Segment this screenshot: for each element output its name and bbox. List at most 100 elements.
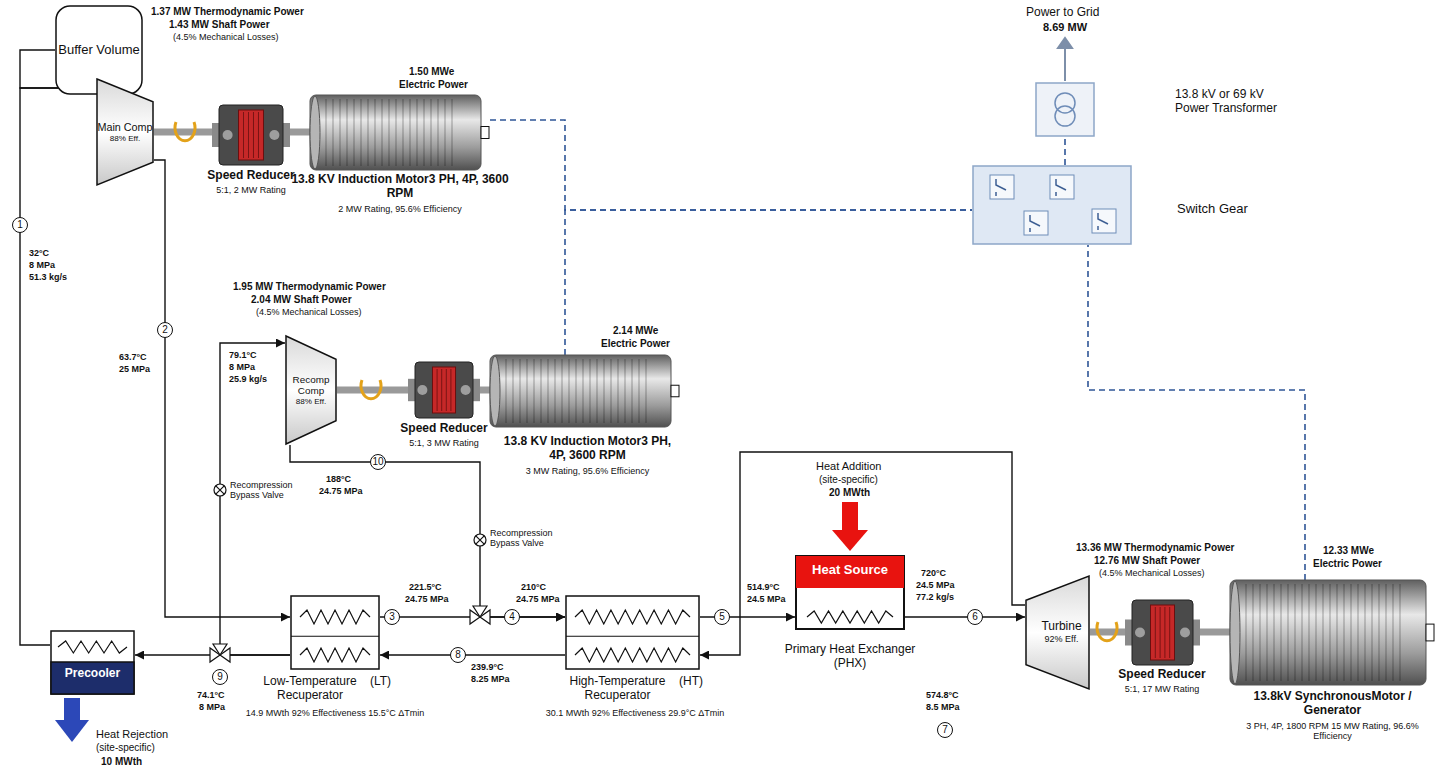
xfmr-outline xyxy=(1035,82,1095,137)
power-cable xyxy=(1088,245,1305,580)
comp-drawing xyxy=(97,79,153,185)
phx-drawing xyxy=(796,556,904,588)
node-detail: 3 MW Rating, 95.6% Efficiency xyxy=(495,466,680,476)
motor-drawing xyxy=(409,99,411,166)
state-annotation: 24.75 MPa xyxy=(318,486,364,496)
state-annotation: (site-specific) xyxy=(818,474,879,486)
gear-drawing xyxy=(1151,605,1175,660)
motor-drawing xyxy=(526,359,528,423)
state-annotation: 210°C xyxy=(520,582,547,592)
valve-cross xyxy=(216,486,224,494)
state-annotation: 77.2 kg/s xyxy=(915,592,955,602)
flow-pipe xyxy=(290,445,565,617)
motor-outline xyxy=(1230,580,1435,685)
state-annotation: 24.75 MPa xyxy=(404,594,450,604)
motor-drawing xyxy=(547,359,549,423)
gear-outline xyxy=(1125,600,1200,665)
drive-shaft xyxy=(154,129,212,136)
state-annotation: 1.37 MW Thermodynamic Power xyxy=(150,6,305,18)
hx-outline xyxy=(290,595,380,670)
motor-drawing xyxy=(1426,624,1434,641)
gear-drawing xyxy=(1160,607,1161,658)
drive-shaft xyxy=(1200,629,1230,636)
motor-drawing xyxy=(1273,584,1275,681)
cooler-drawing xyxy=(58,641,127,653)
recuperator: Low-Temperature Recuperator(LT)14.9 MWth… xyxy=(290,595,380,670)
gear-drawing xyxy=(441,369,442,411)
switch-drawing xyxy=(1050,175,1074,199)
state-annotation: Electric Power xyxy=(600,338,671,350)
hx-drawing xyxy=(575,610,690,624)
state-annotation: 24.5 MPa xyxy=(746,594,787,604)
motor-drawing xyxy=(1322,584,1324,681)
callout-number: 2 xyxy=(157,322,173,338)
three-way-valve xyxy=(470,606,490,624)
hx-drawing xyxy=(566,596,699,669)
motor-drawing xyxy=(533,359,535,423)
state-annotation: 188°C xyxy=(325,474,352,484)
state-annotation: 13.36 MW Thermodynamic Power xyxy=(1075,542,1235,554)
phx-drawing xyxy=(807,611,893,623)
hx-drawing xyxy=(566,636,699,637)
node-title: Precooler xyxy=(50,667,135,681)
gear-drawing xyxy=(1135,628,1145,638)
valve-body xyxy=(214,484,226,496)
motor-drawing xyxy=(1230,580,1426,685)
state-annotation: 74.1°C xyxy=(196,690,226,700)
xfmr-drawing xyxy=(1055,106,1075,126)
gear-outline xyxy=(408,362,480,418)
motor-drawing xyxy=(1287,584,1289,681)
motor-drawing xyxy=(1294,584,1296,681)
node-detail: 14.9 MWth 92% Effectiveness 15.5°C ΔTmin xyxy=(245,708,425,718)
node-title: Turbine xyxy=(1033,620,1081,634)
state-annotation: 8.25 MPa xyxy=(470,674,511,684)
switch-drawing xyxy=(1098,213,1108,230)
flow-pipe xyxy=(700,452,1025,655)
state-annotation: 8.69 MW xyxy=(1042,21,1088,34)
switch-drawing xyxy=(1030,215,1040,232)
hx-drawing xyxy=(291,636,379,637)
valve-part xyxy=(473,606,487,617)
state-annotation: 2.04 MW Shaft Power xyxy=(250,294,353,306)
valve-cross xyxy=(476,536,484,544)
motor-drawing xyxy=(1259,584,1261,681)
state-annotation: 32°C xyxy=(28,248,50,258)
gear-drawing xyxy=(415,362,473,418)
node-detail: 92% Eff. xyxy=(1037,634,1079,644)
state-annotation: 20 MWth xyxy=(828,487,871,499)
drive-shaft xyxy=(1090,629,1125,636)
node-detail: 2 MW Rating, 95.6% Efficiency xyxy=(285,204,515,214)
state-annotation: 8 MPa xyxy=(198,702,226,712)
state-annotation: 79.1°C xyxy=(228,350,258,360)
gear-drawing xyxy=(243,112,244,158)
node-title: High-Temperature Recuperator xyxy=(560,675,675,703)
gear-drawing xyxy=(239,110,264,160)
node-detail: 5:1, 3 MW Rating xyxy=(389,438,499,448)
speed-reducer: Speed Reducer5:1, 3 MW Rating xyxy=(408,362,480,418)
state-annotation: 720°C xyxy=(920,568,947,578)
motor-drawing xyxy=(1301,584,1303,681)
bypass-valve xyxy=(214,484,226,496)
callout-number: 4 xyxy=(504,609,520,625)
state-annotation: (4.5% Mechanical Losses) xyxy=(255,307,363,317)
switch-drawing xyxy=(1092,209,1116,233)
state-annotation: 25 MPa xyxy=(118,364,151,374)
rotation-arc xyxy=(361,380,381,399)
node-detail: 30.1 MWth 92% Effectiveness 29.9°C ΔTmin xyxy=(545,708,725,718)
node-title: Main Comp xyxy=(97,121,152,133)
gear-drawing xyxy=(269,130,279,140)
flow-pipe xyxy=(905,616,1025,617)
motor-drawing xyxy=(596,359,598,423)
motor-drawing xyxy=(603,359,605,423)
state-annotation: (4.5% Mechanical Losses) xyxy=(1098,568,1206,578)
induction-motor: 13.8 KV Induction Motor3 PH, 4P, 3600 RP… xyxy=(310,95,490,170)
compressor: Recomp Comp88% Eff. xyxy=(285,335,337,445)
motor-drawing xyxy=(505,359,507,423)
node-title: 13.8 KV Induction Motor3 PH, 4P, 3600 RP… xyxy=(285,173,515,201)
motor-drawing xyxy=(1357,584,1359,681)
gear-drawing xyxy=(1180,628,1190,638)
node-title: 13.8 kV or 69 kV Power Transformer xyxy=(1175,88,1295,116)
node-detail: 3 PH, 4P, 1800 RPM 15 MW Rating, 96.6% E… xyxy=(1230,721,1435,742)
compressor: Main Comp88% Eff. xyxy=(96,78,154,186)
motor-drawing xyxy=(645,359,647,423)
